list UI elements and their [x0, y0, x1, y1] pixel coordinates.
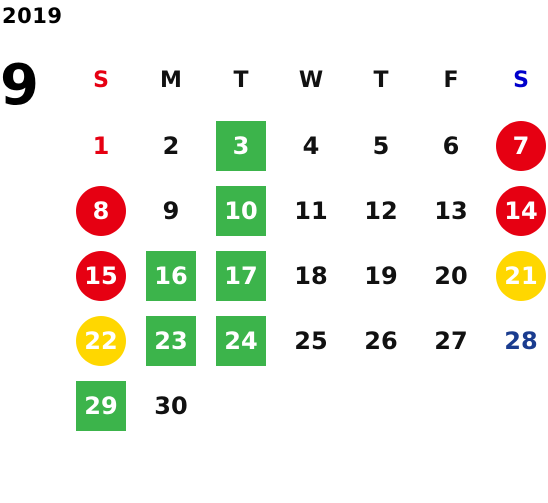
day-circle-marker: 22	[76, 315, 126, 366]
day-cell[interactable]: 21	[486, 243, 548, 308]
day-circle-marker: 15	[76, 250, 126, 301]
day-square-marker: 3	[216, 120, 266, 171]
weekday-header: F	[443, 68, 459, 93]
day-number: 6	[442, 131, 460, 160]
day-number: 4	[302, 131, 320, 160]
day-cell[interactable]: 22	[66, 308, 136, 373]
day-number: 19	[364, 261, 398, 290]
day-number: 9	[162, 196, 180, 225]
day-number: 12	[364, 196, 398, 225]
day-circle-marker: 7	[496, 120, 546, 171]
day-cell[interactable]: 24	[206, 308, 276, 373]
day-cell[interactable]: 13	[416, 178, 486, 243]
day-number: 11	[294, 196, 328, 225]
day-cell[interactable]: 15	[66, 243, 136, 308]
day-number: 27	[434, 326, 468, 355]
weekday-header: T	[233, 68, 249, 93]
day-cell[interactable]: 19	[346, 243, 416, 308]
day-cell[interactable]: 26	[346, 308, 416, 373]
day-cell[interactable]: 25	[276, 308, 346, 373]
day-cell[interactable]: 6	[416, 113, 486, 178]
day-cell[interactable]: 16	[136, 243, 206, 308]
day-square-marker: 17	[216, 250, 266, 301]
day-number: 20	[434, 261, 468, 290]
day-number: 5	[372, 131, 390, 160]
day-cell[interactable]: 3	[206, 113, 276, 178]
day-number: 30	[154, 391, 188, 420]
day-cell[interactable]: 7	[486, 113, 548, 178]
day-square-marker: 10	[216, 185, 266, 236]
day-cell[interactable]: 27	[416, 308, 486, 373]
day-number: 1	[92, 131, 110, 160]
day-cell[interactable]: 1	[66, 113, 136, 178]
day-number: 2	[162, 131, 180, 160]
day-cell[interactable]: 11	[276, 178, 346, 243]
weekday-header: M	[160, 68, 182, 93]
year-label: 2019	[2, 4, 63, 28]
day-square-marker: 23	[146, 315, 196, 366]
weekday-header: W	[298, 68, 324, 93]
day-square-marker: 16	[146, 250, 196, 301]
day-cell[interactable]: 12	[346, 178, 416, 243]
month-number: 9	[0, 53, 39, 118]
day-cell[interactable]: 4	[276, 113, 346, 178]
day-cell[interactable]: 10	[206, 178, 276, 243]
day-cell[interactable]: 30	[136, 373, 206, 438]
day-number: 28	[504, 326, 538, 355]
weekday-header: S	[513, 68, 529, 93]
day-cell[interactable]: 20	[416, 243, 486, 308]
day-circle-marker: 14	[496, 185, 546, 236]
day-cell[interactable]: 2	[136, 113, 206, 178]
day-number: 13	[434, 196, 468, 225]
day-number: 25	[294, 326, 328, 355]
day-cell[interactable]: 29	[66, 373, 136, 438]
weekday-header: T	[373, 68, 389, 93]
day-cell[interactable]: 9	[136, 178, 206, 243]
weekday-header: S	[93, 68, 109, 93]
day-cell[interactable]: 8	[66, 178, 136, 243]
day-cell[interactable]: 28	[486, 308, 548, 373]
day-square-marker: 29	[76, 380, 126, 431]
day-cell[interactable]: 14	[486, 178, 548, 243]
day-cell[interactable]: 18	[276, 243, 346, 308]
day-number: 26	[364, 326, 398, 355]
day-circle-marker: 21	[496, 250, 546, 301]
day-circle-marker: 8	[76, 185, 126, 236]
day-number: 18	[294, 261, 328, 290]
day-cell[interactable]: 5	[346, 113, 416, 178]
day-cell[interactable]: 23	[136, 308, 206, 373]
day-cell[interactable]: 17	[206, 243, 276, 308]
day-square-marker: 24	[216, 315, 266, 366]
